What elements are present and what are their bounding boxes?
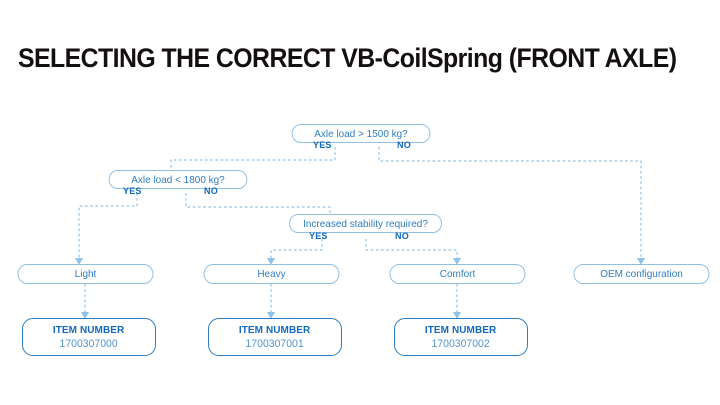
branch-label-d1-no: NO: [397, 140, 411, 151]
decision-node-axle-load-1800[interactable]: Axle load < 1800 kg?: [108, 170, 248, 189]
item-number-title: ITEM NUMBER: [425, 323, 497, 336]
result-node-comfort[interactable]: Comfort: [389, 264, 526, 284]
page-title: SELECTING THE CORRECT VB-CoilSpring (FRO…: [18, 43, 677, 73]
decision-label: Increased stability required?: [303, 217, 428, 230]
result-label: OEM configuration: [600, 268, 683, 280]
item-number-box-comfort[interactable]: ITEM NUMBER 1700307002: [394, 318, 528, 356]
result-node-heavy[interactable]: Heavy: [203, 264, 340, 284]
wire-d1-no: [378, 147, 642, 258]
result-label: Light: [74, 268, 97, 280]
item-number-value: 1700307002: [431, 337, 491, 350]
branch-label-d3-yes: YES: [309, 231, 328, 242]
wire-d1-yes: [170, 147, 336, 170]
branch-label-d2-no: NO: [204, 186, 218, 197]
result-label: Heavy: [257, 268, 286, 280]
branch-label-d3-no: NO: [395, 231, 409, 242]
item-number-box-heavy[interactable]: ITEM NUMBER 1700307001: [208, 318, 342, 356]
decision-node-increased-stability[interactable]: Increased stability required?: [289, 214, 442, 233]
branch-label-d2-yes: YES: [123, 186, 142, 197]
item-number-box-light[interactable]: ITEM NUMBER 1700307000: [22, 318, 156, 356]
result-node-light[interactable]: Light: [17, 264, 154, 284]
branch-label-d1-yes: YES: [313, 140, 332, 151]
wire-d3-no: [365, 239, 458, 258]
item-number-value: 1700307000: [59, 337, 119, 350]
result-label: Comfort: [439, 268, 476, 280]
result-node-oem-configuration[interactable]: OEM configuration: [573, 264, 710, 284]
decision-label: Axle load < 1800 kg?: [131, 173, 225, 186]
wire-d2-yes: [78, 193, 138, 258]
item-number-title: ITEM NUMBER: [239, 323, 311, 336]
decision-label: Axle load > 1500 kg?: [314, 127, 408, 140]
decision-node-axle-load-1500[interactable]: Axle load > 1500 kg?: [291, 124, 431, 143]
item-number-title: ITEM NUMBER: [53, 323, 125, 336]
item-number-value: 1700307001: [245, 337, 305, 350]
